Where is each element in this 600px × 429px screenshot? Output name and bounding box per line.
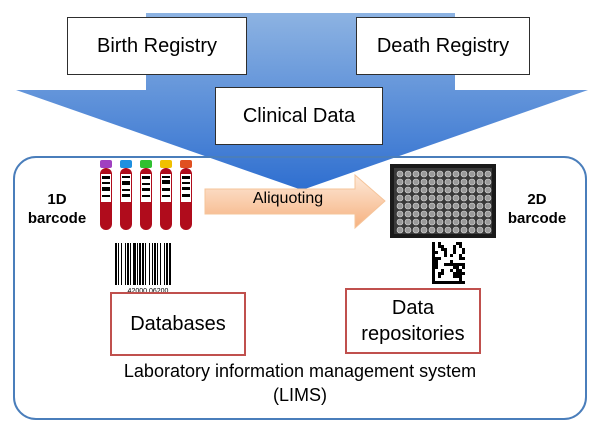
- data-repositories-line1: Data: [391, 297, 435, 319]
- blood-tube-icon: [100, 160, 112, 230]
- barcode-2d-label: 2D barcode: [507, 191, 567, 227]
- databases-box: Databases: [110, 292, 246, 356]
- blood-tube-icon: [140, 160, 152, 230]
- blood-tube-icon: [180, 160, 192, 230]
- databases-label: Databases: [130, 313, 226, 335]
- blood-tube-icon: [120, 160, 132, 230]
- barcode-number: 42000 06200: [128, 288, 169, 295]
- birth-registry-label: Birth Registry: [96, 34, 218, 57]
- blood-tube-icon: [160, 160, 172, 230]
- barcode-1d-label: 1D barcode: [27, 191, 87, 227]
- birth-registry-box: Birth Registry: [67, 17, 247, 75]
- data-repositories-line2: repositories: [361, 323, 465, 345]
- clinical-data-box: Clinical Data: [215, 87, 383, 145]
- death-registry-label: Death Registry: [376, 34, 510, 57]
- clinical-data-label: Clinical Data: [242, 104, 356, 127]
- death-registry-box: Death Registry: [356, 17, 530, 75]
- data-repositories-box: Data repositories: [345, 288, 481, 354]
- aliquoting-label: Aliquoting: [252, 190, 324, 207]
- lims-label: Laboratory information management system…: [123, 361, 477, 405]
